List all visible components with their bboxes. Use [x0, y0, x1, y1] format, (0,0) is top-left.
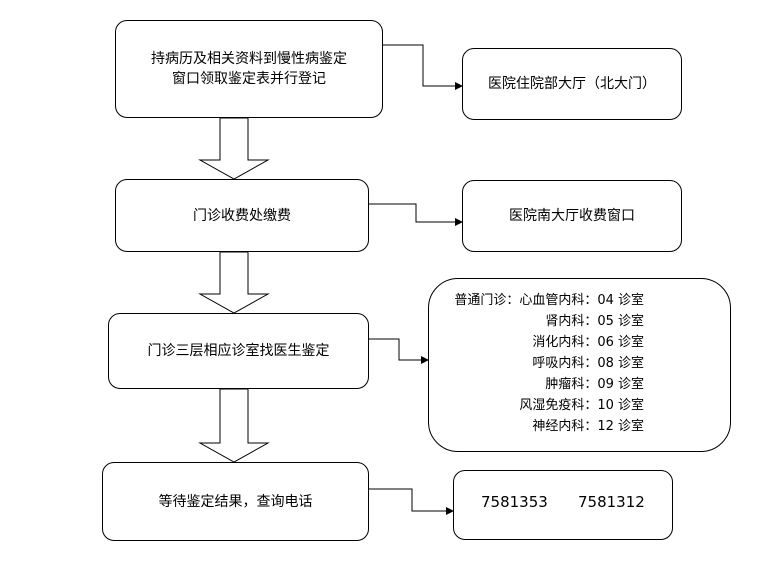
location-south-hall-cashier-text: 医院南大厅收费窗口: [509, 208, 635, 224]
step-4-text: 等待鉴定结果，查询电话: [158, 493, 313, 510]
location-south-hall-cashier: 医院南大厅收费窗口: [462, 180, 682, 252]
step-2-text: 门诊收费处缴费: [193, 207, 291, 224]
step-1-register: 持病历及相关资料到慢性病鉴定 窗口领取鉴定表并行登记: [115, 20, 383, 118]
phone-number: 7581353: [481, 493, 548, 511]
department-row: 神经内科：12 诊室: [532, 419, 644, 434]
department-row: 风湿免疫科：10 诊室: [519, 398, 644, 413]
department-row: 呼吸内科：08 诊室: [532, 356, 644, 371]
location-inpatient-hall: 医院住院部大厅（北大门）: [462, 48, 682, 120]
connector-step4-phones: [369, 488, 454, 515]
department-row: 普通门诊：心血管内科：04 诊室: [454, 293, 644, 308]
department-row: 肾内科：05 诊室: [545, 314, 644, 329]
down-arrow-2: [198, 251, 270, 314]
department-row: 肿瘤科：09 诊室: [545, 377, 644, 392]
connector-step3-departments: [369, 338, 429, 364]
phone-number: 7581312: [578, 493, 645, 511]
location-inpatient-hall-text: 医院住院部大厅（北大门）: [488, 76, 656, 92]
down-arrow-1: [198, 117, 270, 180]
step-2-pay-fees: 门诊收费处缴费: [115, 179, 369, 252]
step-3-text: 门诊三层相应诊室找医生鉴定: [147, 343, 330, 359]
step-1-text-line2: 窗口领取鉴定表并行登记: [172, 71, 326, 87]
step-1-text-line1: 持病历及相关资料到慢性病鉴定: [151, 51, 347, 67]
down-arrow-3: [198, 388, 270, 463]
inquiry-phone-box: 7581353 7581312: [453, 470, 673, 540]
connector-step1-location: [383, 44, 463, 90]
step-3-doctor-assessment: 门诊三层相应诊室找医生鉴定: [108, 313, 369, 389]
department-row: 消化内科：06 诊室: [532, 335, 644, 350]
department-room-list: 普通门诊：心血管内科：04 诊室 肾内科：05 诊室 消化内科：06 诊室 呼吸…: [428, 278, 731, 452]
step-4-await-results: 等待鉴定结果，查询电话: [102, 462, 369, 541]
connector-step2-location: [369, 203, 463, 226]
